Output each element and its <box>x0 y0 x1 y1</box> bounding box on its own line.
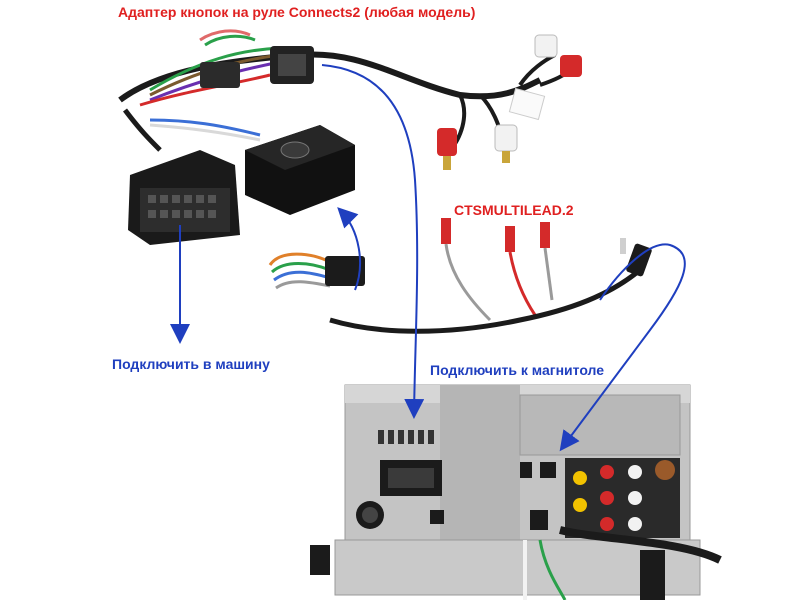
arrow-to-interface <box>337 207 361 291</box>
connects2-logo-icon <box>280 141 310 159</box>
interface-box <box>245 125 355 215</box>
arrow-to-head-unit-iso <box>321 64 425 419</box>
small-connector <box>325 256 365 286</box>
arrow-to-aux <box>559 243 686 452</box>
rca-plugs <box>437 34 582 170</box>
multilead-cable <box>268 218 652 334</box>
arrows <box>170 64 686 452</box>
rca-red-plug <box>437 128 457 156</box>
adapter-title-label: Адаптер кнопок на руле Connects2 (любая … <box>118 4 476 20</box>
connect-car-label: Подключить в машину <box>112 356 270 372</box>
rca-white-plug <box>494 124 518 152</box>
car-harness-connector <box>128 150 240 245</box>
jack-plug <box>626 243 652 277</box>
adapter-harness <box>118 29 542 152</box>
multilead-label: CTSMULTILEAD.2 <box>454 202 574 218</box>
head-unit <box>310 384 722 600</box>
connect-radio-label: Подключить к магнитоле <box>430 362 605 378</box>
